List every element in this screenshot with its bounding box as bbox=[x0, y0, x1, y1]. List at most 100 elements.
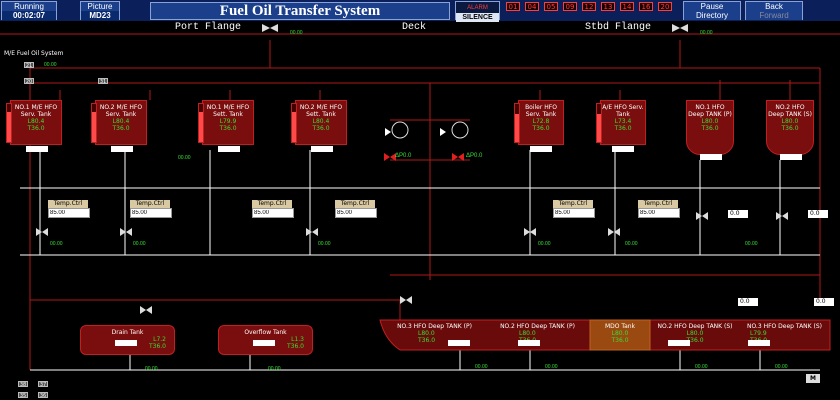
alarm-indicator[interactable]: 20 bbox=[658, 2, 672, 11]
forward-button[interactable]: Forward bbox=[746, 11, 802, 20]
temp-ctrl-label: Temp.Ctrl bbox=[130, 200, 170, 208]
readout: 00.00 bbox=[475, 364, 488, 370]
temp-ctrl-label: Temp.Ctrl bbox=[553, 200, 593, 208]
readout: 00.00 bbox=[318, 241, 331, 247]
valve-opening-input[interactable]: 0.0 bbox=[728, 210, 748, 218]
temp-ctrl[interactable]: Temp.Ctrl bbox=[48, 200, 90, 218]
tank-name: MDO Tank bbox=[604, 323, 636, 330]
tank-ae-hfo-serv[interactable]: A/E HFO Serv. Tank L73.4 T36.0 bbox=[596, 100, 646, 145]
heater-dp-label: ΔP0.0 bbox=[466, 153, 483, 159]
temp-ctrl[interactable]: Temp.Ctrl bbox=[335, 200, 377, 218]
silence-button[interactable]: SILENCE bbox=[456, 13, 499, 22]
valve-opening-input[interactable]: 0.0 bbox=[738, 298, 758, 306]
pipe-tag: 37 bbox=[38, 381, 48, 388]
readout: 00.00 bbox=[145, 366, 158, 372]
deck-label: Deck bbox=[402, 22, 427, 33]
temp-ctrl-input[interactable] bbox=[335, 208, 377, 218]
alarm-indicator[interactable]: 01 bbox=[506, 2, 520, 11]
level-bar bbox=[448, 340, 470, 346]
pause-box[interactable]: Pause Directory bbox=[683, 1, 741, 20]
level-bar bbox=[26, 146, 48, 152]
readout: 00.00 bbox=[700, 30, 713, 36]
temp-ctrl-input[interactable] bbox=[638, 208, 680, 218]
tank-level: L79.9 bbox=[219, 118, 237, 125]
alarm-indicator[interactable]: 05 bbox=[544, 2, 558, 11]
tank-level: L72.8 bbox=[532, 118, 550, 125]
tank-me-hfo-serv-1[interactable]: NO.1 M/E HFO Serv. Tank L80.4 T36.0 bbox=[6, 100, 62, 145]
level-fill bbox=[292, 111, 296, 142]
alarm-indicator[interactable]: 16 bbox=[639, 2, 653, 11]
readout: 00.00 bbox=[545, 364, 558, 370]
temp-ctrl[interactable]: Temp.Ctrl bbox=[553, 200, 595, 218]
tank-me-hfo-sett-2[interactable]: NO.2 M/E HFO Sett. Tank L80.4 T36.0 bbox=[291, 100, 347, 145]
readout: 00.00 bbox=[695, 364, 708, 370]
readout: 00.00 bbox=[50, 241, 63, 247]
readout: 00.00 bbox=[775, 364, 788, 370]
nav-box[interactable]: Back Forward bbox=[745, 1, 803, 20]
level-bar bbox=[218, 146, 240, 152]
level-fill bbox=[199, 111, 203, 142]
alarm-indicator[interactable]: 09 bbox=[563, 2, 577, 11]
deep-tank-2s[interactable]: NO.2 HFO Deep TANK (S) L80.0 T36.0 bbox=[655, 320, 735, 348]
readout: 00.00 bbox=[268, 366, 281, 372]
tank-hfo-deep-1p[interactable]: NO.1 HFO Deep TANK (P) L80.0 T36.0 bbox=[686, 100, 734, 155]
tank-temp: T36.0 bbox=[286, 343, 304, 350]
level-bar bbox=[253, 340, 275, 346]
tank-temp: T36.0 bbox=[781, 125, 799, 132]
alarm-indicator[interactable]: 12 bbox=[582, 2, 596, 11]
tank-name: NO.2 HFO Deep TANK (S) bbox=[657, 323, 733, 330]
mdo-tank[interactable]: MDO Tank L80.0 T36.0 bbox=[590, 320, 650, 350]
level-gauge bbox=[514, 103, 520, 143]
tank-name: NO.2 HFO Deep TANK (P) bbox=[500, 323, 575, 330]
alarm-top-label: ALARM bbox=[467, 5, 488, 11]
valve-opening-input[interactable]: 0.0 bbox=[808, 210, 828, 218]
back-button[interactable]: Back bbox=[765, 2, 783, 11]
level-bar bbox=[700, 154, 722, 160]
level-fill bbox=[597, 114, 601, 142]
tank-temp: T36.0 bbox=[112, 125, 130, 132]
deep-tank-3p[interactable]: NO.3 HFO Deep TANK (P) L80.0 T36.0 bbox=[392, 320, 477, 348]
level-fill bbox=[515, 114, 519, 142]
level-fill bbox=[92, 111, 96, 142]
tank-name: NO.1 M/E HFO Sett. Tank bbox=[206, 104, 250, 118]
pipe-tag: 31 bbox=[98, 78, 108, 85]
tank-level: L80.0 bbox=[686, 330, 704, 337]
valve-opening-input[interactable]: 0.0 bbox=[814, 298, 834, 306]
alarm-indicator[interactable]: 14 bbox=[620, 2, 634, 11]
tank-temp: T36.0 bbox=[418, 337, 436, 344]
tank-level: L80.0 bbox=[519, 330, 536, 337]
drain-tank[interactable]: Drain Tank L7.2 T36.0 bbox=[80, 325, 175, 355]
pause-button[interactable]: Pause bbox=[700, 2, 724, 11]
tank-boiler-hfo-serv[interactable]: Boiler HFO Serv. Tank L72.8 T36.0 bbox=[514, 100, 564, 145]
tank-name: Overflow Tank bbox=[244, 329, 287, 336]
running-box: Running 00:02:07 bbox=[1, 1, 57, 20]
alarm-box[interactable]: ALARM SILENCE bbox=[455, 1, 500, 22]
running-label: Running bbox=[14, 2, 44, 11]
tank-temp: T36.0 bbox=[532, 125, 550, 132]
picture-label: Picture bbox=[87, 2, 113, 11]
alarm-indicator[interactable]: 13 bbox=[601, 2, 615, 11]
temp-ctrl-input[interactable] bbox=[252, 208, 294, 218]
pipe-tag: 35 bbox=[18, 392, 28, 399]
temp-ctrl[interactable]: Temp.Ctrl bbox=[638, 200, 680, 218]
directory-button[interactable]: Directory bbox=[684, 11, 740, 20]
temp-ctrl[interactable]: Temp.Ctrl bbox=[252, 200, 294, 218]
temp-ctrl[interactable]: Temp.Ctrl bbox=[130, 200, 172, 218]
pipe-tag: 38 bbox=[18, 381, 28, 388]
alarm-indicator[interactable]: 04 bbox=[525, 2, 539, 11]
tank-level: L80.4 bbox=[27, 118, 45, 125]
temp-ctrl-input[interactable] bbox=[48, 208, 90, 218]
tank-me-hfo-sett-1[interactable]: NO.1 M/E HFO Sett. Tank L79.9 T36.0 bbox=[198, 100, 254, 145]
tank-level: L80.4 bbox=[312, 118, 330, 125]
running-value: 00:02:07 bbox=[2, 11, 56, 20]
temp-ctrl-input[interactable] bbox=[553, 208, 595, 218]
port-flange-label: Port Flange bbox=[175, 22, 242, 33]
picture-value: MD23 bbox=[81, 11, 119, 20]
tank-level: L80.0 bbox=[781, 118, 799, 125]
tank-hfo-deep-2s[interactable]: NO.2 HFO Deep TANK (S) L80.0 T36.0 bbox=[766, 100, 814, 155]
temp-ctrl-label: Temp.Ctrl bbox=[48, 200, 88, 208]
temp-ctrl-input[interactable] bbox=[130, 208, 172, 218]
tank-me-hfo-serv-2[interactable]: NO.2 M/E HFO Serv. Tank L80.4 T36.0 bbox=[91, 100, 147, 145]
m-button[interactable]: M bbox=[806, 374, 820, 383]
